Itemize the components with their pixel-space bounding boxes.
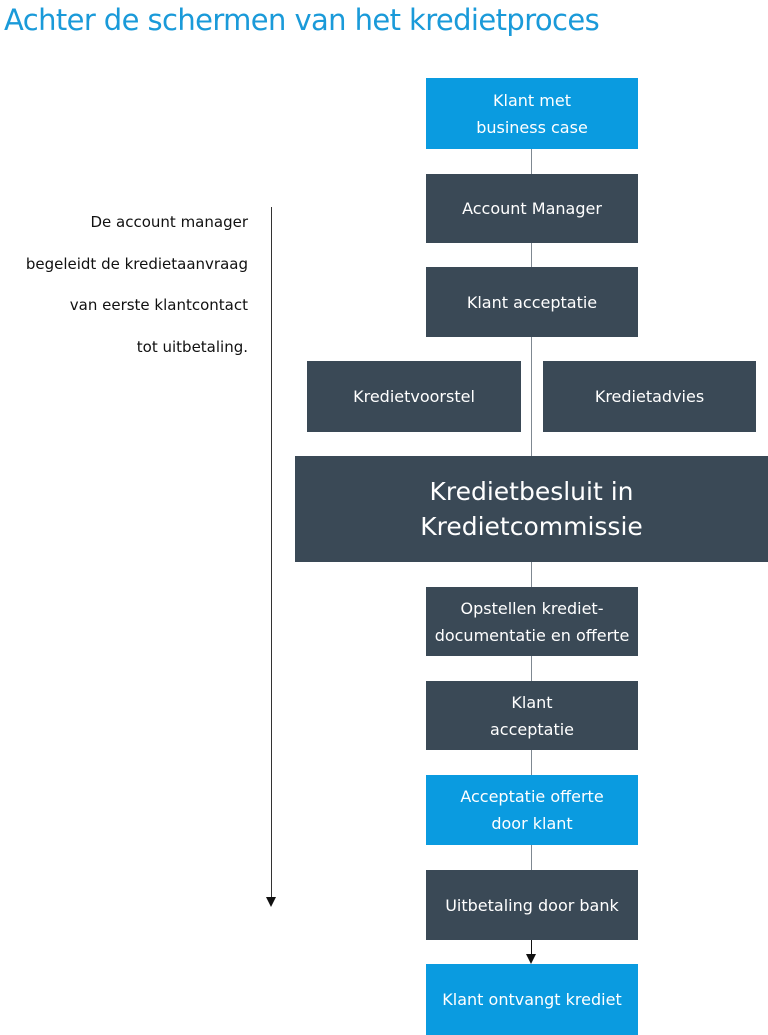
step-label: Klant	[511, 692, 553, 712]
timeline-line	[271, 207, 272, 897]
arrowhead-icon	[526, 954, 536, 964]
note-line: De account manager	[90, 213, 249, 231]
step-label: business case	[476, 117, 588, 137]
note-line: tot uitbetaling.	[136, 337, 248, 356]
connector	[531, 940, 532, 955]
connector	[531, 562, 532, 587]
connector	[531, 149, 532, 174]
step-kredietadvies: Kredietadvies	[543, 361, 756, 432]
step-uitbetaling: Uitbetaling door bank	[426, 870, 638, 940]
process-note: De account manager begeleidt de kredieta…	[0, 202, 248, 368]
step-label: acceptatie	[489, 719, 575, 739]
step-label: door klant	[491, 814, 573, 833]
step-label: Klant acceptatie	[466, 292, 598, 312]
step-acceptatie-offerte: Acceptatie offerte door klant	[426, 775, 638, 845]
connector	[531, 243, 532, 267]
timeline-arrowhead-icon	[266, 897, 276, 907]
step-klant-acceptatie: Klant acceptatie	[426, 267, 638, 337]
page-title: Achter de schermen van het kredietproces	[4, 3, 600, 37]
step-klant-acceptatie-2: Klant acceptatie	[426, 681, 638, 750]
step-label: Opstellen krediet-	[460, 598, 604, 618]
step-label: Klant ontvangt krediet	[442, 990, 622, 1009]
step-kredietvoorstel: Kredietvoorstel	[307, 361, 521, 432]
step-klant-business-case: Klant met business case	[426, 78, 638, 149]
step-label: Kredietvoorstel	[353, 387, 475, 406]
step-kredietbesluit: Kredietbesluit in Kredietcommissie	[295, 456, 768, 562]
step-label: Kredietbesluit in	[429, 477, 634, 506]
note-line: van eerste klantcontact	[69, 296, 248, 314]
step-label: Acceptatie offerte	[460, 787, 604, 806]
step-label: Kredietcommissie	[420, 512, 643, 541]
note-line: begeleidt de kredietaanvraag	[25, 254, 248, 273]
connector	[531, 845, 532, 870]
step-label: Uitbetaling door bank	[445, 895, 619, 915]
step-account-manager: Account Manager	[426, 174, 638, 243]
step-label: Kredietadvies	[594, 387, 705, 406]
step-klant-ontvangt-krediet: Klant ontvangt krediet	[426, 964, 638, 1035]
step-label: Klant met	[493, 90, 571, 110]
connector	[531, 750, 532, 775]
connector	[531, 656, 532, 681]
step-label: Account Manager	[462, 199, 602, 218]
step-opstellen-documentatie: Opstellen krediet- documentatie en offer…	[426, 587, 638, 656]
connector	[531, 337, 532, 456]
step-label: documentatie en offerte	[434, 625, 630, 645]
